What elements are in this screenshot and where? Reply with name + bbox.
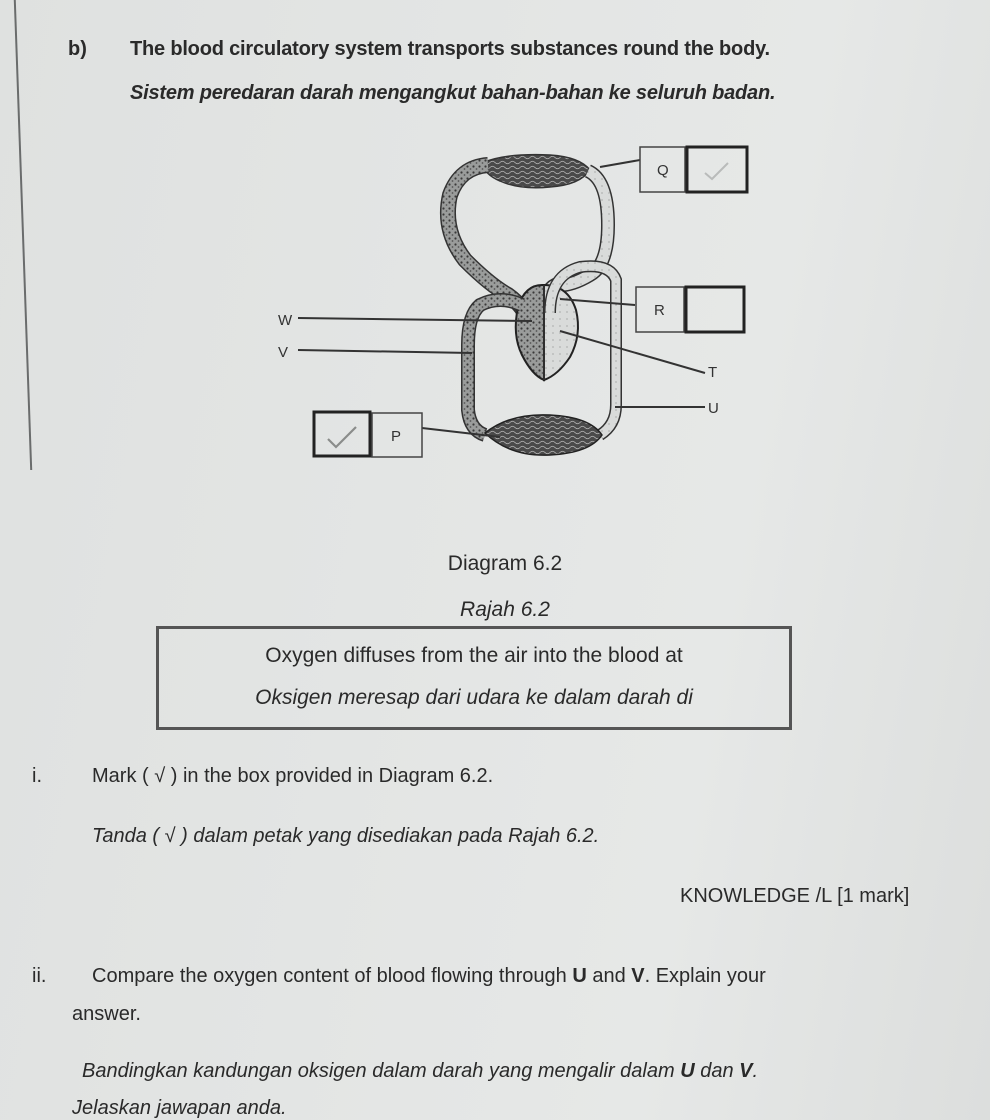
intro-text-ms: Sistem peredaran darah mengangkut bahan-… <box>130 82 776 104</box>
label-lines <box>297 159 706 438</box>
circulatory-system-diagram: W V T U Q R P <box>278 145 749 458</box>
text-segment: dan <box>694 1060 740 1082</box>
statement-text-ms: Oksigen meresap dari udara ke dalam dara… <box>255 686 693 709</box>
checkbox-R[interactable] <box>684 285 746 334</box>
text-segment: . <box>752 1060 759 1082</box>
text-segment: Compare the oxygen content of blood flow… <box>92 965 573 987</box>
item-i-instruction-en: Mark ( √ ) in the box provided in Diagra… <box>92 765 494 787</box>
item-i-marks: KNOWLEDGE /L [1 mark] <box>680 885 910 907</box>
item-i-number: i. <box>32 765 42 787</box>
label-W: W <box>278 312 293 329</box>
intro-text-en: The blood circulatory system transports … <box>130 38 770 60</box>
page-margin-line <box>13 0 33 470</box>
label-V: V <box>278 344 288 361</box>
label-U-ref: U <box>572 965 587 987</box>
label-U: U <box>708 400 719 417</box>
item-ii-question-ms-line2: Jelaskan jawapan anda. <box>72 1097 287 1119</box>
label-V-ref: V <box>631 965 645 987</box>
text-segment: Bandingkan kandungan oksigen dalam darah… <box>82 1060 681 1082</box>
text-segment: and <box>586 965 632 987</box>
diagram-caption-ms: Rajah 6.2 <box>460 598 550 621</box>
answer-box-Q: Q <box>639 146 686 193</box>
body-capillaries <box>483 414 603 456</box>
question-label: b) <box>68 38 87 60</box>
label-U-ref: U <box>680 1060 695 1082</box>
statement-text-en: Oxygen diffuses from the air into the bl… <box>265 644 683 667</box>
lung-capillaries <box>481 153 591 189</box>
label-V-ref: V <box>739 1060 753 1082</box>
check-mark-icon <box>704 162 729 181</box>
svg-text:R: R <box>654 302 665 319</box>
checkbox-P[interactable] <box>312 410 372 458</box>
label-T: T <box>708 364 717 381</box>
statement-box <box>156 626 792 730</box>
item-ii-question-en: Compare the oxygen content of blood flow… <box>92 965 766 988</box>
item-ii-question-ms: Bandingkan kandungan oksigen dalam darah… <box>82 1060 758 1083</box>
svg-text:P: P <box>391 428 401 445</box>
item-i-instruction-ms: Tanda ( √ ) dalam petak yang disediakan … <box>92 825 600 847</box>
checkbox-Q[interactable] <box>685 145 749 194</box>
check-mark-icon <box>327 426 357 449</box>
answer-box-R: R <box>635 286 685 333</box>
item-ii-question-en-line2: answer. <box>72 1003 141 1025</box>
diagram-caption-en: Diagram 6.2 <box>447 552 563 575</box>
answer-box-P: P <box>371 412 423 458</box>
text-segment: . Explain your <box>644 965 766 987</box>
item-ii-number: ii. <box>32 965 47 987</box>
svg-text:Q: Q <box>657 162 669 179</box>
